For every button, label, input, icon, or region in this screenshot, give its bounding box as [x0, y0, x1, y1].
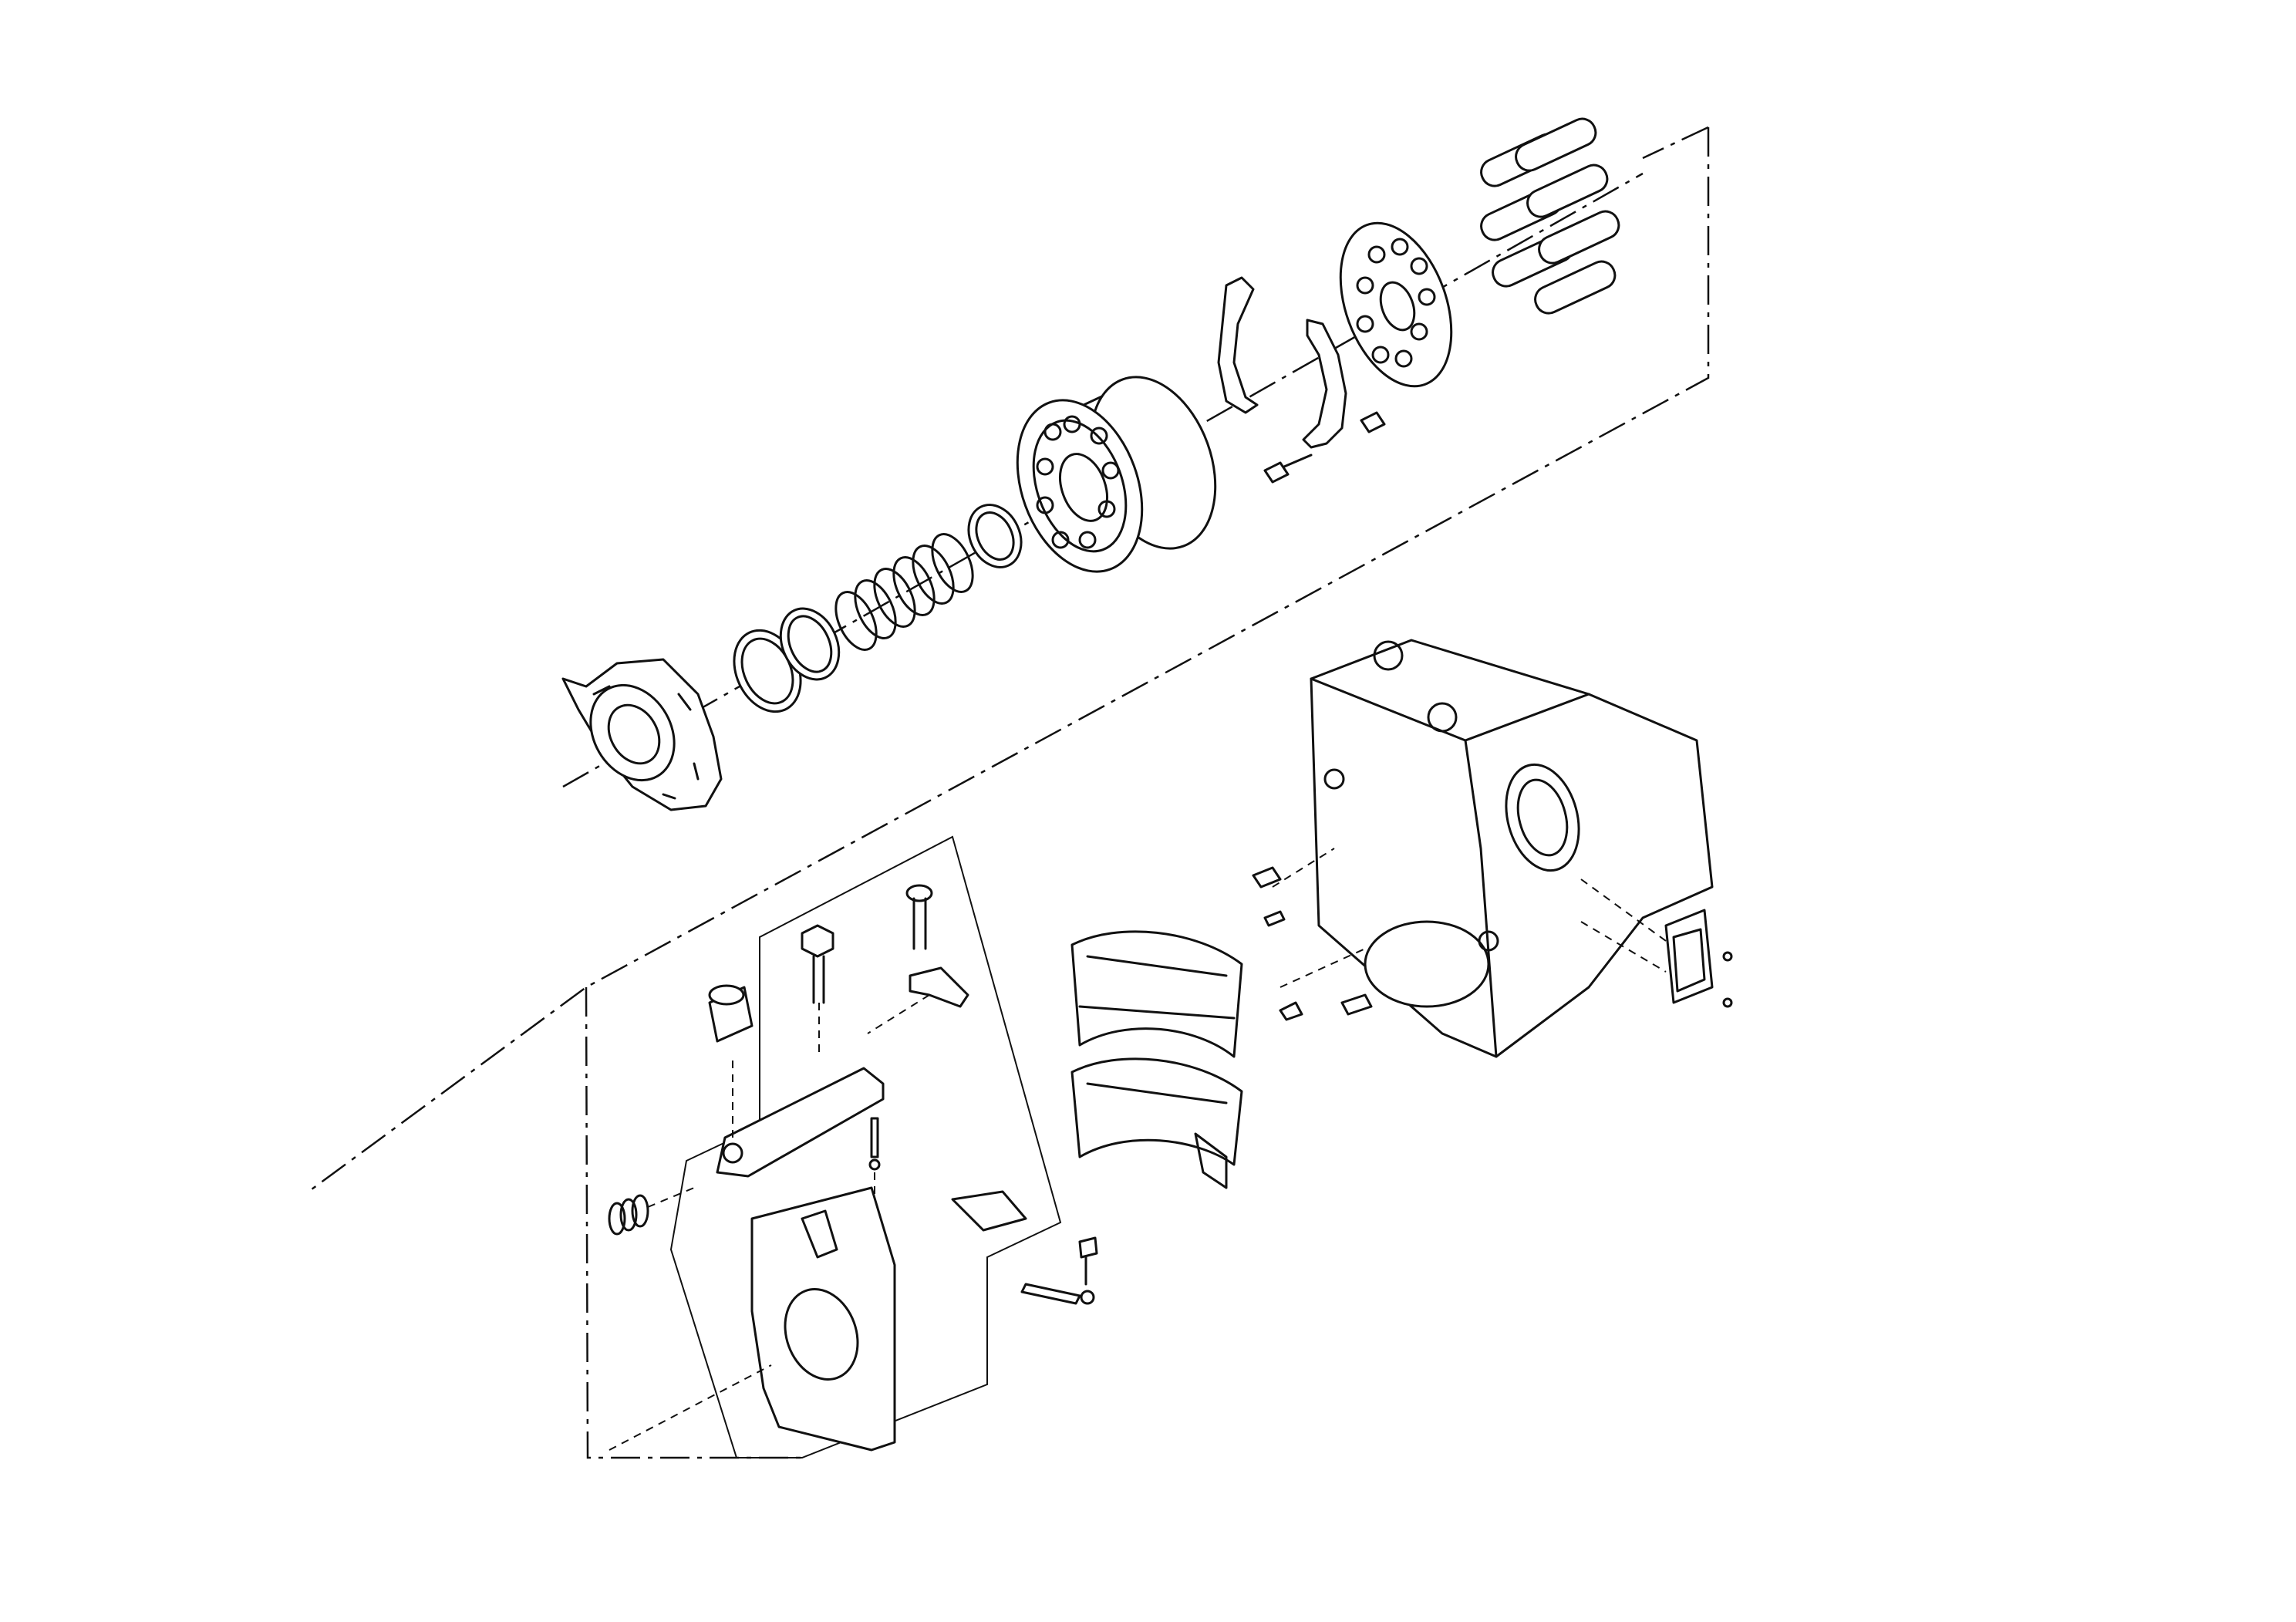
pistons — [1480, 117, 1620, 315]
control-clip — [1020, 1283, 1095, 1305]
lower-assembly-frame — [585, 835, 1062, 1459]
cylinder-block — [1016, 376, 1217, 573]
control-bolt-1 — [801, 924, 834, 1057]
control-screw — [1078, 1236, 1098, 1286]
retainer-clip-1 — [1217, 276, 1259, 414]
housing-plug-1 — [1252, 866, 1282, 889]
retaining-ring-2 — [779, 607, 841, 681]
upper-assembly-frame — [308, 126, 1710, 1193]
control-bolt-2 — [905, 884, 933, 950]
control-link — [867, 966, 969, 1034]
snap-ring — [967, 504, 1023, 568]
retainer-clip-2 — [1302, 319, 1347, 449]
housing-plug-2 — [1263, 910, 1286, 927]
center-axis-lower — [609, 1364, 772, 1451]
main-housing — [1272, 639, 1714, 1058]
port-plate — [561, 658, 723, 811]
clamp-sleeve — [1070, 930, 1243, 1189]
clip-screw-1 — [1263, 454, 1313, 484]
housing-plug-4 — [1340, 993, 1373, 1016]
control-housing — [750, 1186, 896, 1452]
housing-plug-3 — [1279, 1001, 1303, 1021]
control-bushing — [708, 984, 754, 1043]
compression-spring — [834, 533, 974, 651]
cover-plate — [1580, 878, 1733, 1008]
control-lever — [716, 1061, 885, 1178]
control-spring — [608, 1187, 695, 1236]
swash-plate — [1339, 221, 1453, 388]
control-pad — [951, 1190, 1027, 1232]
clip-screw-2 — [1360, 411, 1386, 433]
